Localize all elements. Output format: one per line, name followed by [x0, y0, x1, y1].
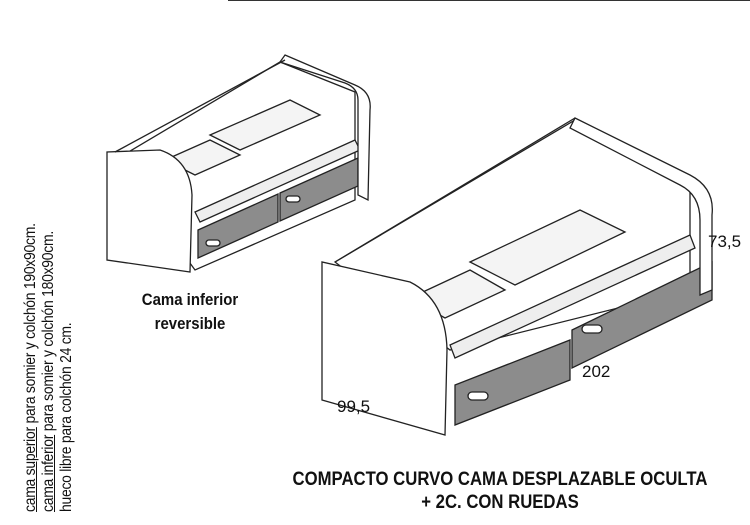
dimension-length: 202	[582, 362, 611, 381]
title-line: + 2C. CON RUEDAS	[421, 492, 579, 513]
dimension-height: 73,5	[708, 232, 742, 251]
label-line: reversible	[154, 314, 226, 333]
title-line: COMPACTO CURVO CAMA DESPLAZABLE OCULTA	[292, 469, 708, 490]
dimension-depth: 99,5	[337, 397, 371, 416]
top-rule	[228, 0, 750, 1]
small-bed-drawing	[106, 54, 371, 273]
label-line: Cama inferior	[141, 290, 239, 309]
product-title: COMPACTO CURVO CAMA DESPLAZABLE OCULTA +…	[271, 468, 729, 514]
small-bed-label: Cama inferior reversible	[128, 288, 251, 336]
large-bed-drawing	[321, 117, 713, 436]
